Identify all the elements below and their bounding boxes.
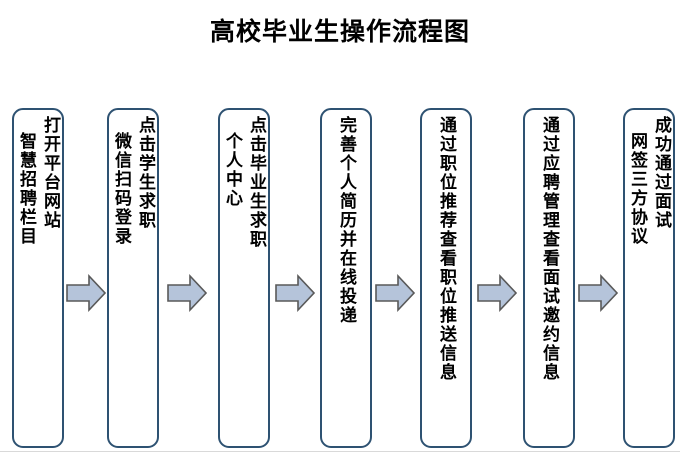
flow-step-6[interactable]: 通过应聘管理查看面试邀约信息: [523, 108, 575, 448]
flow-arrow-3-to-4: [275, 274, 315, 312]
flow-step-7-secondary-text: 网签三方协议: [628, 132, 647, 246]
flow-step-4[interactable]: 完善个人简历并在线投递: [320, 108, 372, 448]
flow-step-3-secondary-text: 个人中心: [223, 132, 242, 208]
flow-step-7[interactable]: 成功通过面试 网签三方协议: [623, 108, 675, 448]
flow-step-5-primary-text: 通过职位推荐查看职位推送信息: [437, 116, 456, 382]
flow-step-1-secondary-text: 智慧招聘栏目: [17, 132, 36, 246]
flow-arrow-6-to-7: [578, 274, 618, 312]
flow-step-2-secondary-text: 微信扫码登录: [112, 132, 131, 246]
flow-step-2[interactable]: 点击学生求职 微信扫码登录: [107, 108, 159, 448]
flow-step-7-primary-text: 成功通过面试: [652, 116, 671, 230]
flow-arrow-1-to-2: [66, 274, 106, 312]
flow-step-2-primary-text: 点击学生求职: [136, 116, 155, 230]
flow-step-1[interactable]: 打开平台网站 智慧招聘栏目: [12, 108, 64, 448]
flow-step-5[interactable]: 通过职位推荐查看职位推送信息: [420, 108, 472, 448]
flow-step-3[interactable]: 点击毕业生求职 个人中心: [218, 108, 270, 448]
flow-step-3-primary-text: 点击毕业生求职: [247, 116, 266, 249]
page-title: 高校毕业生操作流程图: [209, 18, 470, 46]
flow-step-6-primary-text: 通过应聘管理查看面试邀约信息: [540, 116, 559, 382]
flow-arrow-2-to-3: [167, 274, 207, 312]
flow-step-4-primary-text: 完善个人简历并在线投递: [337, 116, 356, 325]
flow-arrow-5-to-6: [477, 274, 517, 312]
bottom-divider: [0, 451, 680, 452]
flow-step-1-primary-text: 打开平台网站: [41, 116, 60, 230]
flow-arrow-4-to-5: [375, 274, 415, 312]
